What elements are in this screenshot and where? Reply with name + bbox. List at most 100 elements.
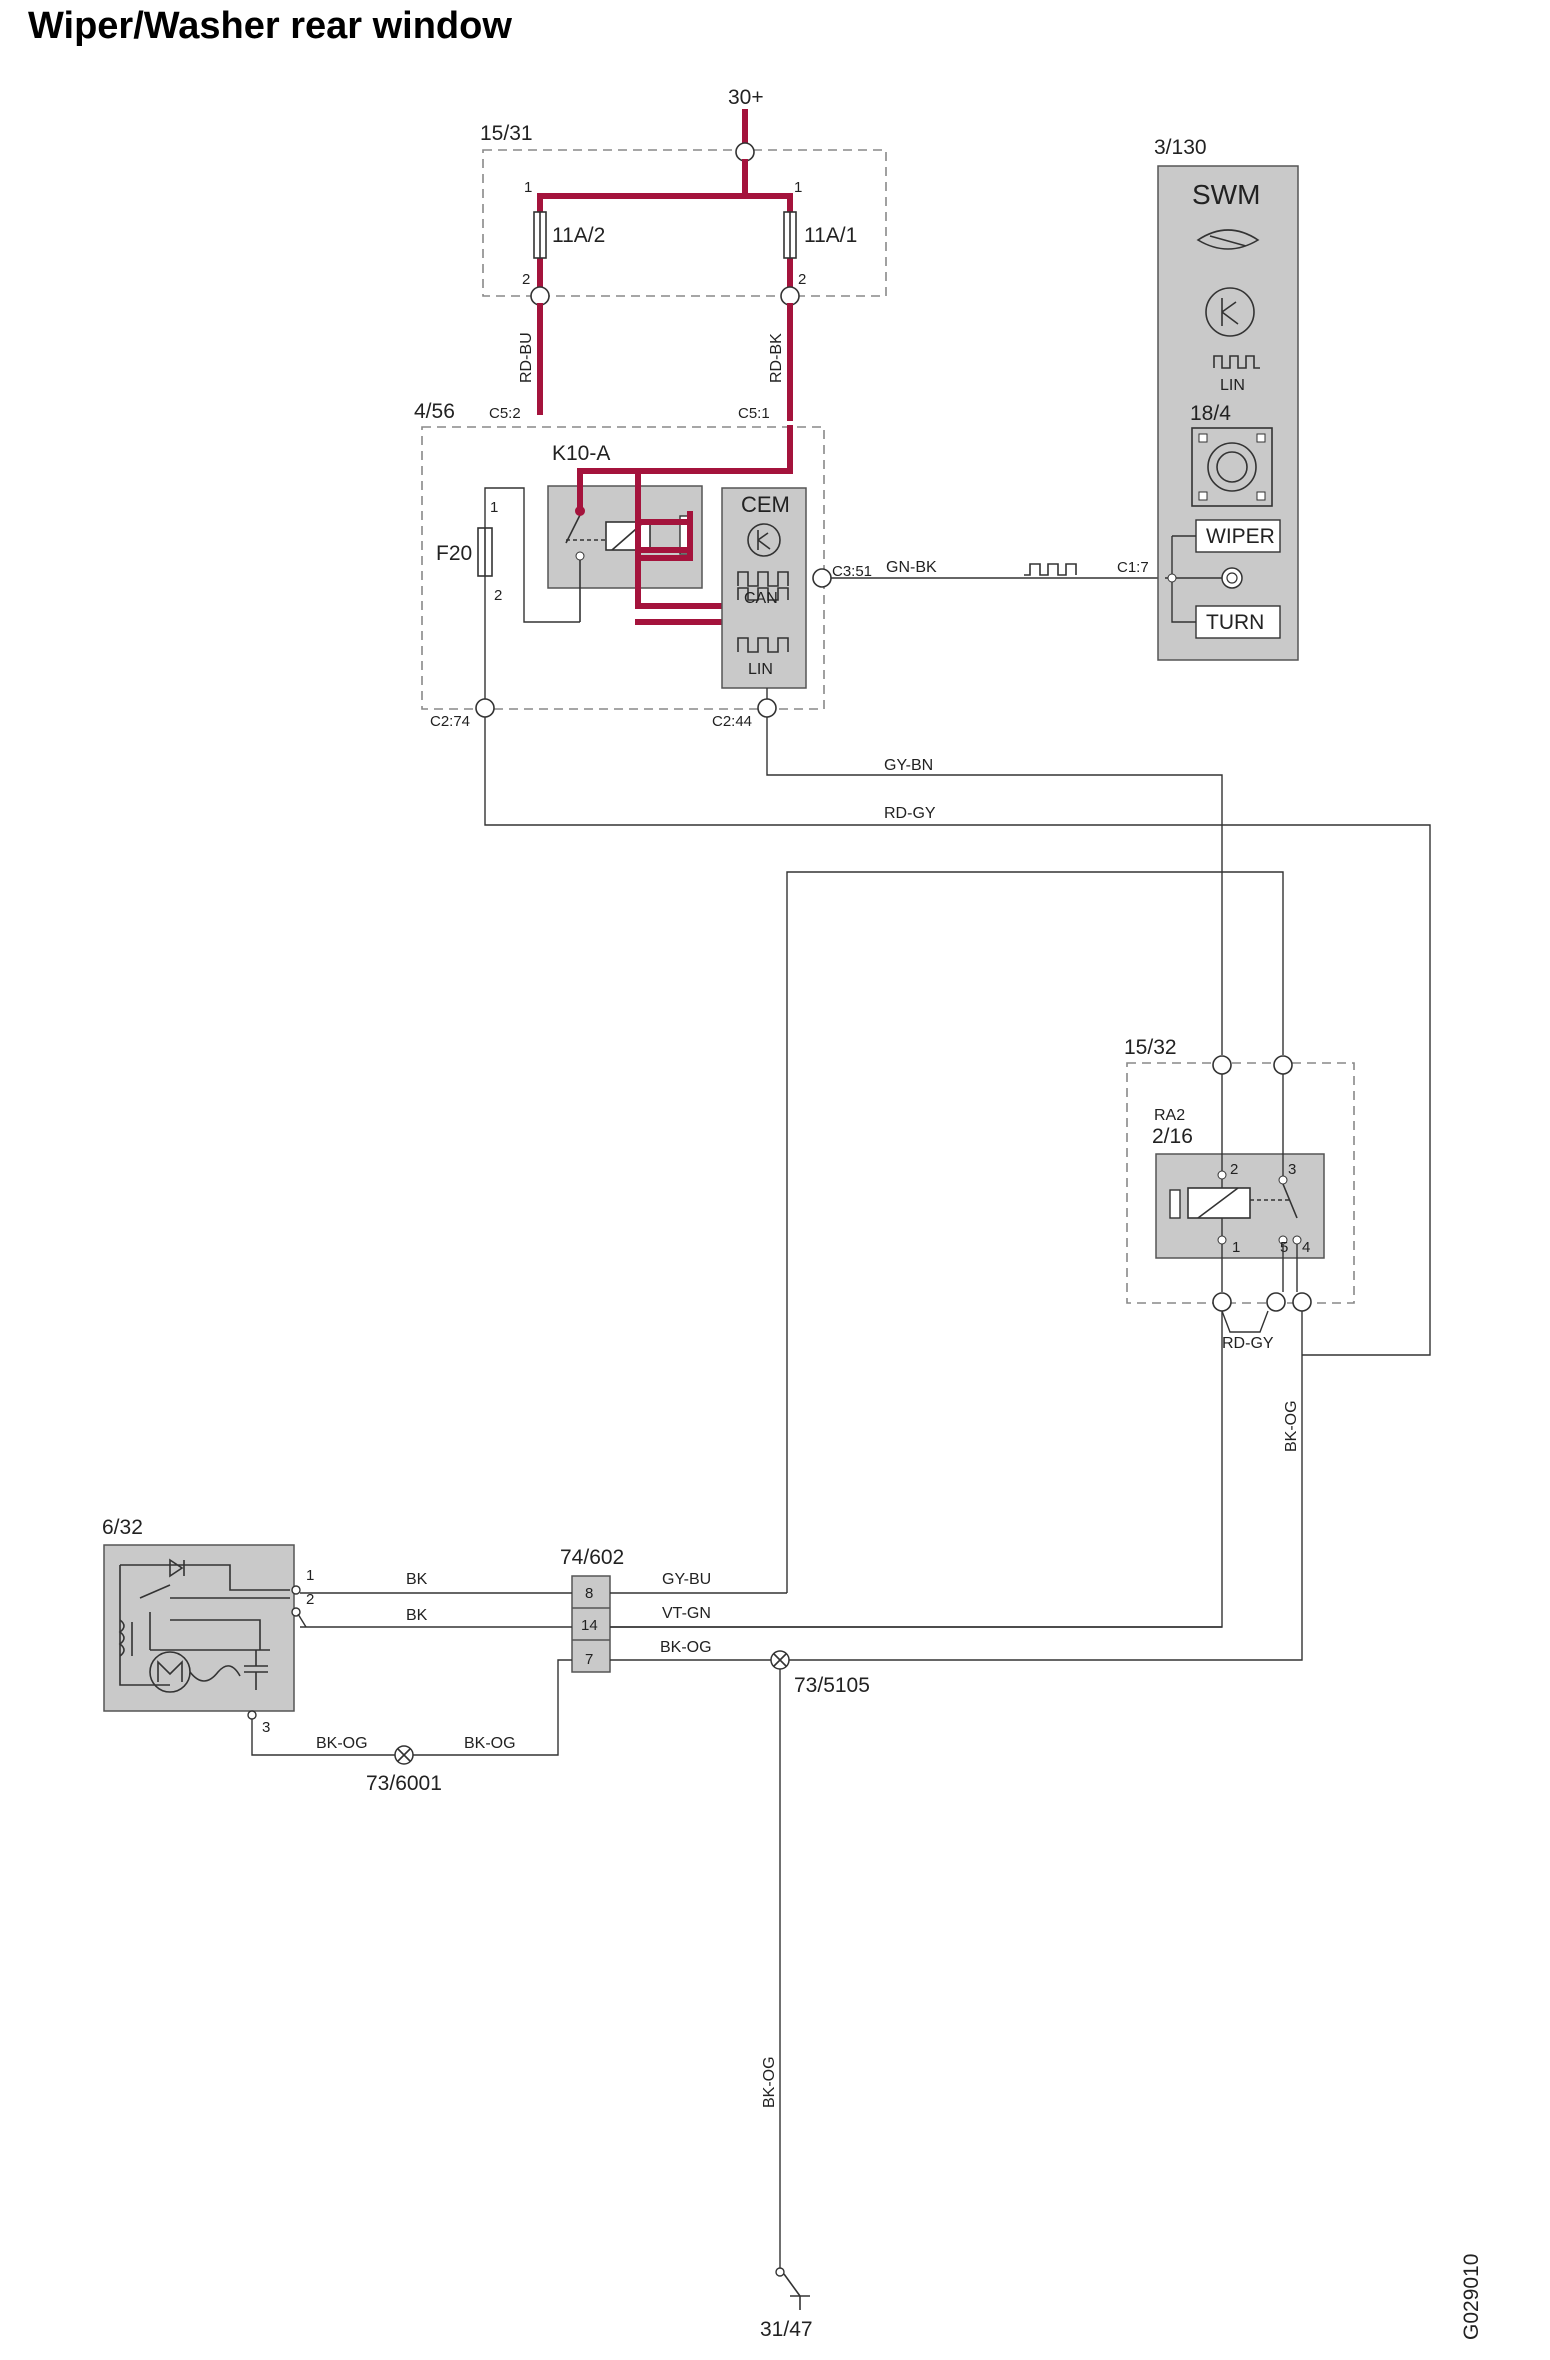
- wire-label-gn-bk: GN-BK: [886, 559, 937, 576]
- pin-label: 5: [1280, 1239, 1288, 1256]
- fuse-f20: F20 1 2: [436, 499, 502, 604]
- fuse-left-label: 11A/2: [552, 224, 605, 247]
- wire-label-bk-og-2: BK-OG: [316, 1735, 368, 1752]
- fuse-feed-wires: [537, 159, 793, 289]
- wire-gy-bn: [766, 717, 1223, 1055]
- relay-terminal-4: [1292, 1292, 1312, 1312]
- relay-box-label: 15/32: [1124, 1036, 1177, 1059]
- cem-lin-label: LIN: [748, 661, 773, 678]
- wire-label-bk-og-1: BK-OG: [660, 1639, 712, 1656]
- relay-terminal-1: [1212, 1292, 1232, 1312]
- relay-terminal-5: [1266, 1292, 1286, 1312]
- fuse-box-15-31: 15/31: [480, 122, 887, 297]
- wire-label-vt-gn: VT-GN: [662, 1605, 711, 1622]
- relay-power-wires: [577, 425, 793, 609]
- pin-label: 3: [262, 1719, 270, 1736]
- wire-label-rd-bk: RD-BK: [768, 333, 785, 383]
- pin-label: 1: [306, 1567, 314, 1584]
- pin-c3-51: C3:51: [832, 563, 872, 580]
- relay-ra2-label: RA2: [1154, 1107, 1185, 1124]
- relay-coil-wires: [635, 511, 725, 625]
- cem-module: CEM CAN LIN: [721, 487, 807, 689]
- pin-c2-74: C2:74: [430, 713, 470, 730]
- pin-label: 2: [798, 271, 806, 288]
- connector-74-602: 74/602 8 14 7: [560, 1546, 624, 1673]
- relay-internal-wires: [1221, 1074, 1298, 1292]
- cem-unit-label: 4/56: [414, 400, 455, 423]
- wiper-button-label: WIPER: [1206, 525, 1275, 548]
- bk-og-wires: [251, 1659, 775, 1756]
- terminal-c3-51: [812, 568, 832, 588]
- pin-label: 2: [522, 271, 530, 288]
- cem-unit-4-56: 4/56 C5:2 C5:1: [414, 400, 825, 710]
- wire-label-bk-2: BK: [406, 1607, 428, 1624]
- ground-31-47: 31/47: [760, 2267, 813, 2341]
- swm-ref-label: 3/130: [1154, 136, 1207, 159]
- pin-label: 1: [490, 499, 498, 516]
- relay-terminal-top-2: [1273, 1055, 1293, 1075]
- terminal-c2-44: [757, 698, 777, 718]
- wire-gy-bu: [786, 871, 1284, 1593]
- relay-terminal-top-1: [1212, 1055, 1232, 1075]
- motor-label: 6/32: [102, 1516, 143, 1539]
- terminal-c2-74: [475, 698, 495, 718]
- pin-c5-2: C5:2: [489, 405, 521, 422]
- relay-k10a-label: K10-A: [552, 442, 610, 465]
- wire-label-rd-gy: RD-GY: [884, 805, 936, 822]
- lin-signal-icon: [1024, 563, 1077, 576]
- wire-label-bk-og-relay: BK-OG: [1283, 1400, 1300, 1452]
- connector-pin-7: 7: [585, 1651, 593, 1668]
- relay-k10-a: K10-A: [547, 442, 703, 622]
- rd-gy-bridge: [1221, 1310, 1269, 1333]
- supply-label: 30+: [728, 86, 764, 109]
- swm-sub-label: 18/4: [1190, 402, 1231, 425]
- pin-label: 2: [306, 1591, 314, 1608]
- wire-label-gy-bu: GY-BU: [662, 1571, 711, 1588]
- diagram-title: Wiper/Washer rear window: [28, 5, 512, 47]
- swm-label: SWM: [1192, 179, 1260, 210]
- pin-label: 1: [1232, 1239, 1240, 1256]
- wire-label-gy-bn: GY-BN: [884, 757, 933, 774]
- motor-6-32: 6/32 1 2 3: [102, 1516, 314, 1736]
- wire-bk-og-relay: [785, 1311, 1303, 1661]
- wire-rd-gy: [484, 717, 1431, 1356]
- wire-label-rd-gy-bridge: RD-GY: [1222, 1335, 1274, 1352]
- pin-label: 2: [494, 587, 502, 604]
- splice-73-5105: 73/5105: [770, 1650, 870, 1697]
- connector-pin-14: 14: [581, 1617, 598, 1634]
- splice-1-label: 73/6001: [366, 1772, 442, 1795]
- pin-label: 1: [524, 179, 532, 196]
- wire-label-bk-og-3: BK-OG: [464, 1735, 516, 1752]
- fuse-right-terminal: [780, 286, 800, 306]
- relay-ra2-ref: 2/16: [1152, 1125, 1193, 1148]
- pin-label: 4: [1302, 1239, 1310, 1256]
- splice-73-6001: 73/6001: [366, 1745, 442, 1795]
- wire-label-bk-og-ground: BK-OG: [761, 2056, 778, 2108]
- wire-label-rd-bu: RD-BU: [518, 332, 535, 383]
- f20-internal-wires: [484, 487, 580, 700]
- fuse-f20-label: F20: [436, 542, 472, 565]
- connector-label: 74/602: [560, 1546, 624, 1569]
- pin-label: 2: [1230, 1161, 1238, 1178]
- relay-ra2: RA2 2/16 2 3 1 5 4: [1152, 1107, 1325, 1259]
- connector-pin-8: 8: [585, 1585, 593, 1602]
- fuse-left-terminal: [530, 286, 550, 306]
- turn-button-label: TURN: [1206, 611, 1264, 634]
- pin-c1-7: C1:7: [1117, 559, 1149, 576]
- swm-lin-label: LIN: [1220, 377, 1245, 394]
- pin-label: 3: [1288, 1161, 1296, 1178]
- supply-terminal: [735, 142, 755, 162]
- fuse-11a-2: 11A/2: [533, 211, 605, 259]
- wire-label-bk-1: BK: [406, 1571, 428, 1588]
- relay-box-15-32: 15/32: [1124, 1036, 1355, 1304]
- pin-c2-44: C2:44: [712, 713, 752, 730]
- connector-wires: [300, 1592, 1222, 1628]
- drawing-code: G029010: [1460, 2254, 1483, 2340]
- lin-icon: [1213, 355, 1260, 369]
- ground-label: 31/47: [760, 2318, 813, 2341]
- wiper-button: [1195, 519, 1281, 553]
- pin-label: 1: [794, 179, 802, 196]
- splice-2-label: 73/5105: [794, 1674, 870, 1697]
- pin-c5-1: C5:1: [738, 405, 770, 422]
